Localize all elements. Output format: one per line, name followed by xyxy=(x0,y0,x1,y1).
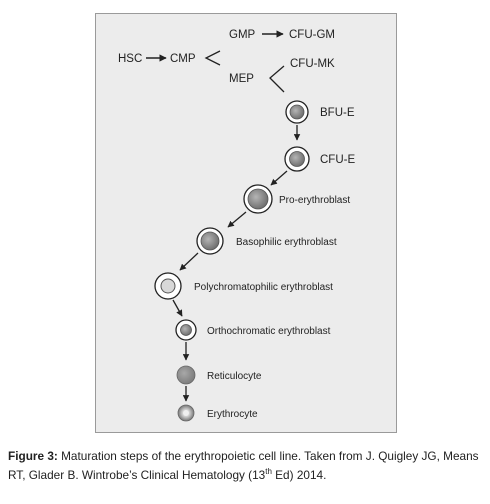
label-pro-erythroblast: Pro-erythroblast xyxy=(279,195,350,206)
branch-cmp xyxy=(204,50,221,66)
label-bfu-e: BFU-E xyxy=(320,107,355,119)
cell-cfu-e xyxy=(284,146,310,172)
label-basophilic-erythroblast: Basophilic erythroblast xyxy=(236,237,337,248)
arrow-poly-ortho xyxy=(172,299,183,317)
maturation-diagram: HSC CMP GMP CFU-GM MEP CFU-MK BFU-E CFU-… xyxy=(118,29,355,422)
cell-erythrocyte xyxy=(177,404,195,422)
cell-orthochromatic-erythroblast xyxy=(175,319,197,341)
label-reticulocyte: Reticulocyte xyxy=(207,371,262,382)
label-cfu-e: CFU-E xyxy=(320,154,355,166)
label-orthochromatic-erythroblast: Orthochromatic erythroblast xyxy=(207,326,331,337)
caption-text: Maturation steps of the erythropoietic c… xyxy=(8,449,479,482)
label-cfu-mk: CFU-MK xyxy=(290,58,335,70)
arrow-pro-baso xyxy=(227,211,247,228)
label-gmp: GMP xyxy=(229,29,256,41)
arrow-cfue-pro xyxy=(270,170,288,186)
cell-basophilic-erythroblast xyxy=(196,227,224,255)
cell-pro-erythroblast xyxy=(243,184,273,214)
cell-polychromatophilic-erythroblast xyxy=(154,272,182,300)
caption-text-end: Ed) 2014. xyxy=(271,467,327,482)
arrow-baso-poly xyxy=(179,252,199,271)
label-erythrocyte: Erythrocyte xyxy=(207,409,258,420)
label-polychromatophilic-erythroblast: Polychromatophilic erythroblast xyxy=(194,282,333,293)
figure-caption: Figure 3: Maturation steps of the erythr… xyxy=(8,448,484,483)
label-cfu-gm: CFU-GM xyxy=(289,29,335,41)
label-cmp: CMP xyxy=(170,53,196,65)
cell-reticulocyte xyxy=(176,365,196,385)
caption-superscript: th xyxy=(265,467,272,476)
cell-bfu-e xyxy=(285,100,309,124)
caption-figure-label: Figure 3: xyxy=(8,449,58,463)
figure-panel xyxy=(95,13,397,433)
label-hsc: HSC xyxy=(118,53,142,65)
branch-mep xyxy=(269,65,285,93)
label-mep: MEP xyxy=(229,73,254,85)
